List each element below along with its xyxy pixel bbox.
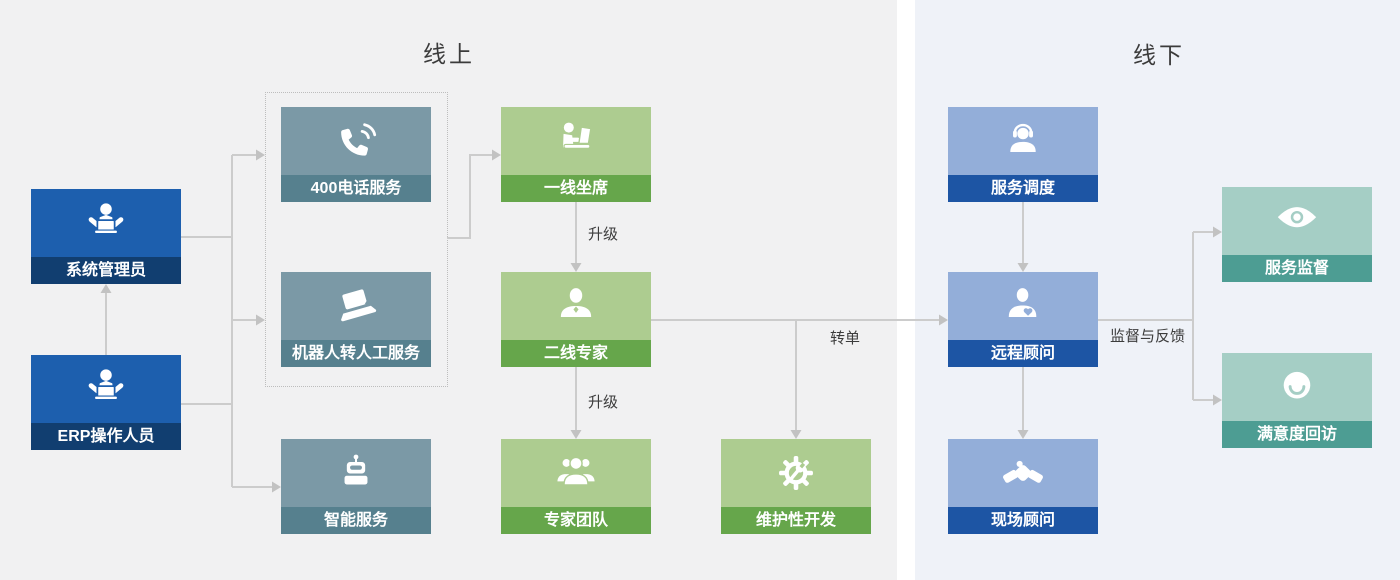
edge-label-supervision-feedback: 监督与反馈 [1110,328,1186,345]
node-label: 维护性开发 [721,507,871,534]
node-label: 专家团队 [501,507,651,534]
online-entry-group-border [265,92,448,387]
operator-desk-icon [31,189,181,257]
team-icon [501,439,651,507]
node-label: 服务监督 [1222,255,1372,282]
node-label: 智能服务 [281,507,431,534]
edge-label-transfer-order: 转单 [830,330,861,347]
operator-desk-icon [31,355,181,423]
robot-icon [281,439,431,507]
node-second-line-expert: 二线专家 [501,272,651,367]
node-front-line-agent: 一线坐席 [501,107,651,202]
phone-icon [281,107,431,175]
edge-label-upgrade-2: 升级 [588,394,619,411]
node-erp-operator: ERP操作人员 [31,355,181,450]
node-satisfaction-callback: 满意度回访 [1222,353,1372,448]
node-label: 系统管理员 [31,257,181,284]
offline-section-title: 线下 [1133,42,1185,68]
node-label: 远程顾问 [948,340,1098,367]
person-icon [501,272,651,340]
node-remote-consultant: 远程顾问 [948,272,1098,367]
agent-laptop-icon [501,107,651,175]
node-label: 满意度回访 [1222,421,1372,448]
node-label: 一线坐席 [501,175,651,202]
gear-wrench-icon [721,439,871,507]
laptop-icon [281,272,431,340]
person-heart-icon [948,272,1098,340]
eye-icon [1222,187,1372,255]
node-label: 现场顾问 [948,507,1098,534]
headset-icon [948,107,1098,175]
node-phone-400: 400电话服务 [281,107,431,202]
node-service-dispatch: 服务调度 [948,107,1098,202]
node-sys-admin: 系统管理员 [31,189,181,284]
node-label: 400电话服务 [281,175,431,202]
node-maintenance-dev: 维护性开发 [721,439,871,534]
node-expert-team: 专家团队 [501,439,651,534]
node-label: 服务调度 [948,175,1098,202]
smiley-icon [1222,353,1372,421]
node-label: ERP操作人员 [31,423,181,450]
online-section-title: 线上 [423,41,475,67]
edge-label-upgrade-1: 升级 [588,226,619,243]
handshake-icon [948,439,1098,507]
node-onsite-consultant: 现场顾问 [948,439,1098,534]
node-robot-to-human: 机器人转人工服务 [281,272,431,367]
node-label: 二线专家 [501,340,651,367]
node-smart-service: 智能服务 [281,439,431,534]
node-label: 机器人转人工服务 [281,340,431,367]
node-service-supervision: 服务监督 [1222,187,1372,282]
